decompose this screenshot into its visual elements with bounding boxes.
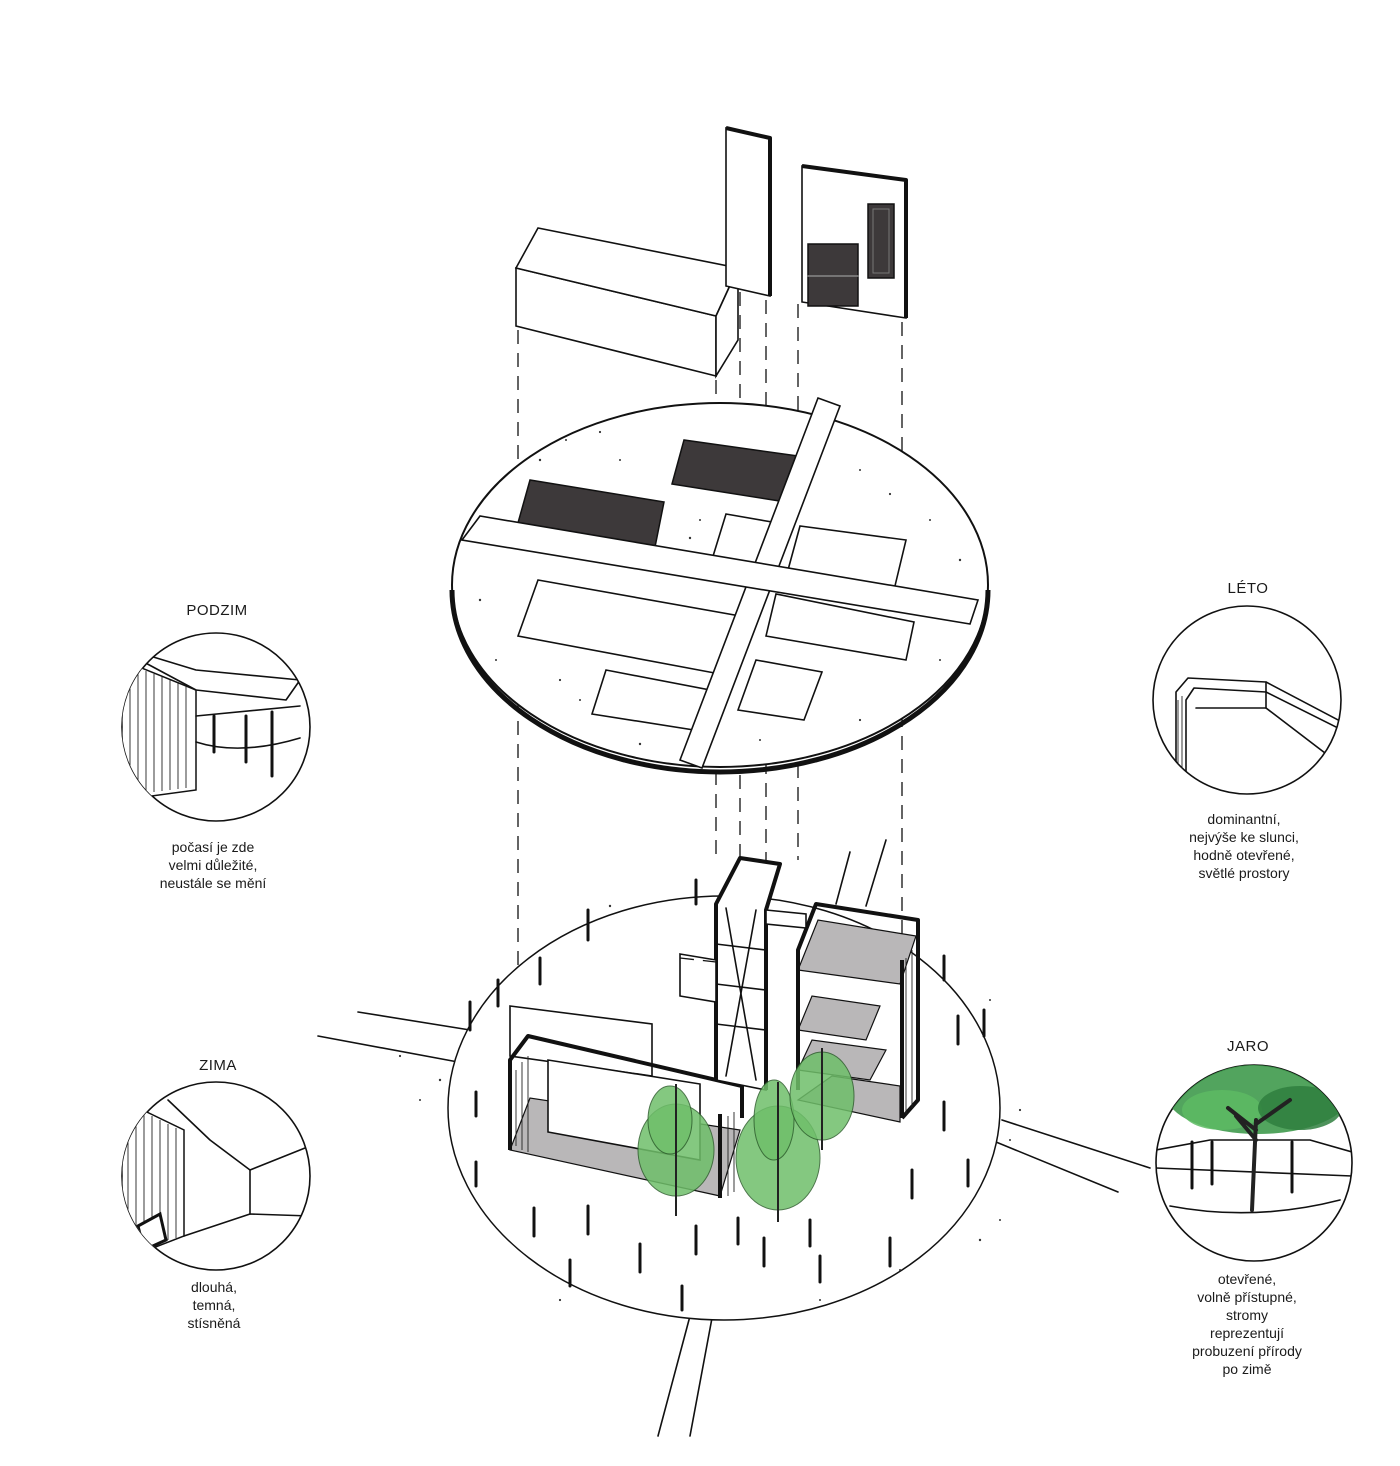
zima-desc-line: temná, — [192, 1297, 236, 1313]
zima-desc-line: stísněná — [187, 1315, 241, 1331]
side-block — [679, 953, 717, 1003]
window-opening — [867, 203, 895, 279]
leto-desc-line: světlé prostory — [1198, 865, 1290, 881]
podzim-desc-line: velmi důležité, — [168, 857, 258, 873]
jaro-title: JARO — [1226, 1038, 1269, 1055]
podzim-desc-line: počasí je zde — [171, 839, 255, 855]
courtyard-3 — [736, 659, 824, 721]
mid-floor-slab — [797, 995, 881, 1041]
leto-title: LÉTO — [1227, 580, 1269, 597]
trees — [637, 1048, 855, 1222]
podzim-title: PODZIM — [186, 602, 248, 619]
posts — [468, 878, 986, 1312]
tall-tower — [725, 126, 771, 298]
window-block-edge — [801, 164, 908, 318]
base-disc — [317, 839, 1151, 1437]
tall-tower-edge — [725, 126, 772, 296]
zima-title: ZIMA — [199, 1057, 237, 1074]
stair-tower-frame — [714, 856, 782, 1090]
zima-desc: dlouhá, temná, stísněná — [114, 1278, 314, 1332]
low-building-frame — [508, 1034, 744, 1150]
jaro-desc-line: stromy — [1226, 1307, 1268, 1323]
vignette-jaro — [1155, 1064, 1353, 1262]
door-opening — [807, 243, 859, 307]
vignette-zima — [121, 1081, 311, 1271]
jaro-desc-line: otevřené, — [1217, 1271, 1277, 1287]
jaro-desc-line: po zimě — [1222, 1361, 1272, 1377]
vignette-leto — [1152, 605, 1342, 795]
jaro-desc: otevřené, volně přístupné, stromy reprez… — [1147, 1270, 1347, 1378]
exploded-volumes — [514, 126, 908, 379]
zima-desc-line: dlouhá, — [191, 1279, 237, 1295]
plan-disc — [449, 396, 991, 775]
vignette-podzim — [121, 632, 311, 822]
courtyard-4 — [765, 593, 915, 661]
leto-desc: dominantní, nejvýše ke slunci, hodně ote… — [1144, 810, 1344, 882]
podzim-desc-line: neustále se mění — [159, 875, 267, 891]
jaro-desc-line: probuzení přírody — [1192, 1343, 1302, 1359]
stipple — [398, 430, 1022, 1302]
leto-desc-line: dominantní, — [1207, 811, 1281, 827]
jaro-desc-line: volně přístupné, — [1197, 1289, 1297, 1305]
tall-building-frame — [796, 902, 920, 1120]
podzim-desc: počasí je zde velmi důležité, neustále s… — [113, 838, 313, 892]
jaro-desc-line: reprezentují — [1210, 1325, 1284, 1341]
walkway-horizontal — [460, 515, 980, 625]
leto-desc-line: nejvýše ke slunci, — [1189, 829, 1299, 845]
leto-desc-line: hodně otevřené, — [1193, 847, 1295, 863]
